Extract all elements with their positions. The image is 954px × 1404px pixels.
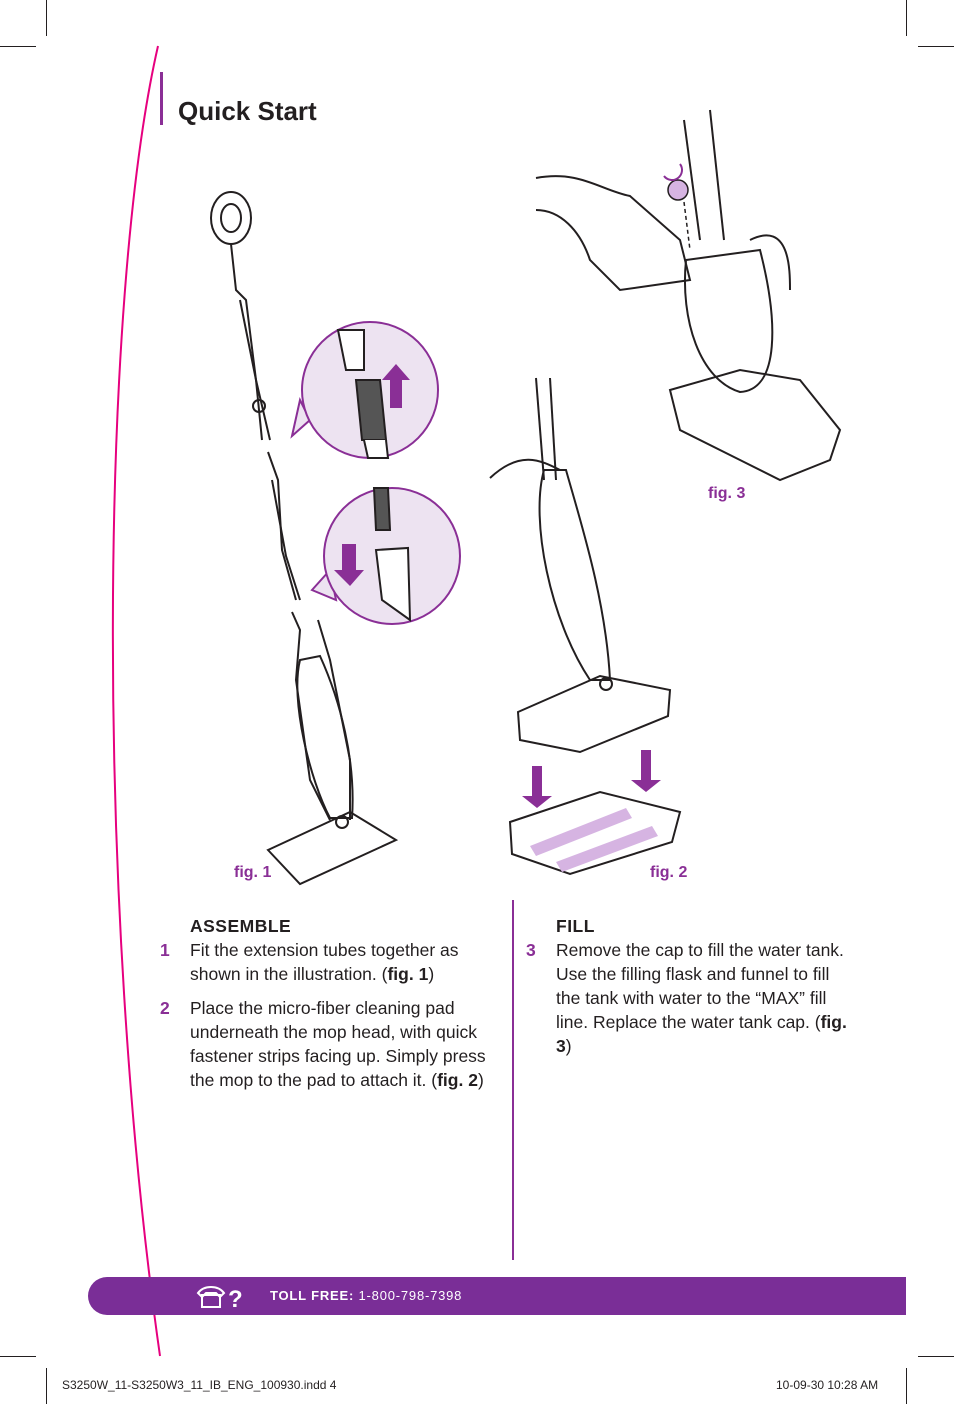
step-1: 1 Fit the extension tubes together as sh… (160, 938, 500, 986)
svg-text:?: ? (228, 1286, 243, 1311)
fig1-zoom-bottom (310, 487, 461, 625)
fig-ref: fig. 3 (556, 1012, 847, 1056)
step-close: ) (428, 964, 435, 984)
toll-free-label: TOLL FREE: (270, 1288, 355, 1303)
title-accent-bar (160, 72, 163, 125)
step-text: Remove the cap to fill the water tank. U… (556, 940, 844, 1032)
fill-heading: FILL (556, 916, 595, 936)
step-text: Fit the extension tubes together as show… (190, 940, 459, 984)
crop-mark (918, 46, 954, 47)
fig1-mop-assembly (210, 191, 399, 886)
fig1-zoom-top (290, 321, 439, 459)
toll-free-text: TOLL FREE: 1-800-798-7398 (270, 1288, 462, 1303)
step-text: Place the micro-fiber cleaning pad under… (190, 998, 486, 1090)
crop-mark (46, 1368, 47, 1404)
crop-mark (0, 46, 36, 47)
fig-ref: fig. 2 (437, 1070, 478, 1090)
fig1-label: fig. 1 (234, 864, 272, 881)
file-slug: S3250W_11-S3250W3_11_IB_ENG_100930.indd … (62, 1378, 337, 1392)
step-number: 3 (526, 940, 536, 960)
illustration-area (210, 109, 842, 886)
crop-mark (918, 1356, 954, 1357)
step-2: 2 Place the micro-fiber cleaning pad und… (160, 996, 500, 1092)
page-title: Quick Start (178, 96, 317, 126)
print-timestamp: 10-09-30 10:28 AM (776, 1378, 879, 1392)
toll-free-bar (88, 1277, 906, 1315)
step-number: 2 (160, 998, 170, 1018)
assemble-heading: ASSEMBLE (190, 916, 292, 936)
fig3-label: fig. 3 (708, 485, 746, 502)
crop-mark (0, 1356, 36, 1357)
step-close: ) (477, 1070, 484, 1090)
step-close: ) (565, 1036, 572, 1056)
step-3: 3 Remove the cap to fill the water tank.… (526, 938, 856, 1058)
crop-mark (906, 0, 907, 36)
fig2-pad-strips (530, 808, 658, 872)
fig2-down-arrows (522, 750, 661, 808)
column-divider (512, 900, 514, 1260)
fig3-fill-illustration (535, 109, 842, 482)
step-number: 1 (160, 940, 170, 960)
fill-section: FILL 3 Remove the cap to fill the water … (526, 914, 856, 1058)
crop-mark (906, 1368, 907, 1404)
crop-mark (46, 0, 47, 36)
phone-question-icon: ? (196, 1286, 243, 1311)
fig3-cap-icon (663, 163, 691, 251)
fig-ref: fig. 1 (387, 964, 429, 984)
assemble-section: ASSEMBLE 1 Fit the extension tubes toget… (160, 914, 500, 1092)
fig2-label: fig. 2 (650, 864, 688, 881)
toll-free-number[interactable]: 1-800-798-7398 (358, 1288, 463, 1303)
fig2-mop-pad (489, 377, 682, 876)
